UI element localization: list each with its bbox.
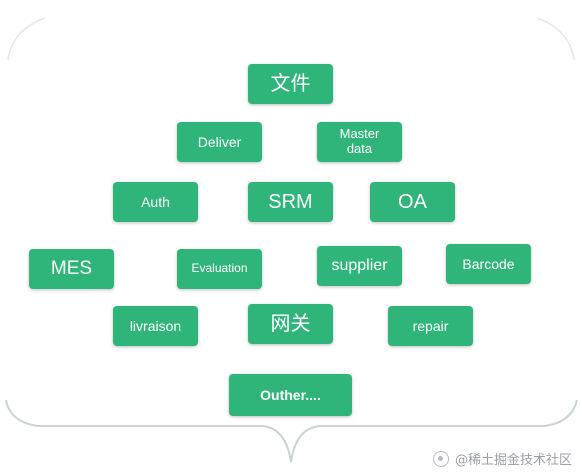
node-mes: MES [29,249,114,289]
node-oa: OA [370,182,455,222]
watermark-text: @稀土掘金技术社区 [454,453,572,468]
node-auth: Auth [113,182,198,222]
top-arc-right [536,17,575,61]
node-file: 文件 [248,64,333,104]
node-repair: repair [388,306,473,346]
node-gateway: 网关 [248,304,333,344]
node-barcode: Barcode [446,244,531,284]
node-outher: Outher.... [229,374,352,416]
juejin-logo-icon [432,450,449,467]
node-supplier: supplier [317,246,402,286]
top-arc-left [7,17,46,61]
node-srm: SRM [248,182,333,222]
brace-path [5,399,578,463]
node-evaluation: Evaluation [177,249,262,289]
node-livraison: livraison [113,306,198,346]
node-deliver: Deliver [177,122,262,162]
node-master-data: Master data [317,122,402,162]
watermark: @稀土掘金技术社区 [432,449,572,468]
